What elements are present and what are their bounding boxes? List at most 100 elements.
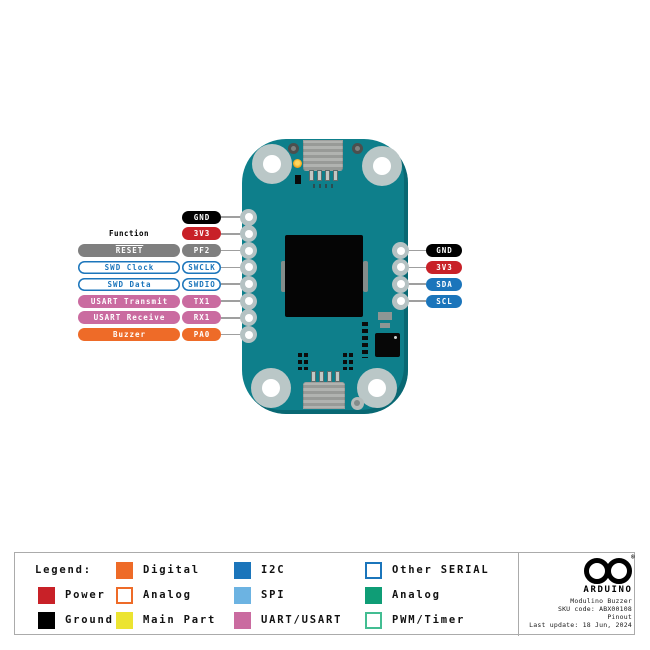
passive-components	[298, 353, 302, 370]
legend-item-label: SPI	[261, 588, 286, 601]
mounting-hole-center	[261, 378, 280, 397]
legend-swatch	[234, 561, 251, 579]
logo-plus-icon	[617, 566, 621, 576]
legend-title: Legend:	[35, 563, 92, 576]
function-pill: Buzzer	[78, 328, 180, 342]
qwiic-connector-bottom	[303, 382, 345, 409]
leader-line	[400, 300, 426, 302]
legend-item-label: Power	[65, 588, 106, 601]
board-pin-hole	[396, 297, 405, 305]
mounting-hole-center	[368, 378, 386, 397]
board-pin-hole	[396, 263, 405, 272]
fiducial-dot	[350, 396, 364, 410]
board-pin-pad	[240, 326, 257, 344]
connector-pin	[318, 371, 324, 382]
registered-mark: ®	[631, 554, 635, 561]
legend-item-label: Digital	[143, 563, 200, 576]
fiducial-dot	[351, 142, 363, 154]
legend-item-label: Analog	[392, 588, 441, 601]
board-pin-pad	[392, 242, 409, 260]
pin-label: SWCLK	[182, 260, 221, 274]
legend-item-label: Analog	[143, 588, 192, 601]
function-column-header: Function	[108, 229, 150, 238]
mounting-hole	[251, 144, 292, 184]
board-pin-hole	[244, 229, 253, 238]
legend-swatch	[116, 561, 133, 579]
legend-item-label: UART/USART	[261, 613, 343, 626]
mounting-hole-center	[262, 155, 281, 173]
function-pill: USART Transmit	[78, 294, 180, 308]
legend-swatch	[234, 611, 251, 629]
function-pill: USART Receive	[78, 311, 180, 325]
leader-line	[221, 317, 249, 319]
leader-line	[400, 249, 426, 252]
board-pin-pad	[240, 275, 257, 293]
board-pin-pad	[392, 292, 409, 310]
leader-line	[221, 216, 249, 218]
buzzer-tab	[281, 261, 286, 292]
board-pin-pad	[392, 275, 409, 293]
small-component	[378, 312, 392, 320]
pin-label: SWDIO	[182, 277, 221, 291]
board-pin-hole	[244, 330, 253, 339]
logo-ring-right	[606, 558, 632, 584]
solder-pads	[313, 184, 337, 188]
board-pin-pad	[240, 225, 257, 243]
leader-line	[221, 249, 249, 252]
chip-pin1-dot	[394, 336, 397, 339]
fiducial-dot	[287, 142, 299, 154]
pin-label: PF2	[182, 244, 221, 258]
pin-label: RX1	[182, 311, 221, 325]
led	[292, 158, 302, 168]
pin-label: TX1	[182, 294, 221, 308]
arduino-logo: ®	[584, 554, 635, 584]
board-pin-pad	[240, 242, 257, 260]
legend-swatch	[365, 561, 382, 579]
footer-sku: SKU code: ABX00108	[557, 605, 632, 613]
leader-line	[400, 283, 426, 285]
connector-pin	[334, 371, 340, 382]
board-pin-pad	[240, 309, 257, 327]
legend-swatch	[365, 586, 382, 604]
small-component	[380, 323, 390, 328]
leader-line	[221, 300, 249, 302]
connector-pin	[316, 170, 322, 181]
board-pin-hole	[396, 246, 405, 255]
pin-label: SDA	[426, 277, 462, 291]
board-pin-hole	[396, 280, 405, 289]
connector-pin	[326, 371, 332, 382]
legend-swatch	[38, 611, 55, 629]
passive-components	[304, 353, 308, 370]
pin-label: GND	[426, 244, 462, 258]
board-pin-hole	[244, 246, 253, 255]
buzzer-component	[285, 235, 363, 317]
qwiic-connector-top	[303, 140, 343, 171]
legend-swatch	[38, 586, 55, 604]
connector-pin	[308, 170, 314, 181]
legend-swatch	[234, 586, 251, 604]
board-pin-hole	[244, 263, 253, 272]
passive-components	[343, 353, 347, 370]
legend-item-label: PWM/Timer	[392, 613, 466, 626]
board-pin-pad	[240, 292, 257, 310]
leader-line	[221, 283, 249, 285]
legend-swatch	[116, 611, 133, 629]
mounting-hole	[250, 367, 291, 408]
pin-label: 3V3	[426, 260, 462, 274]
mounting-hole	[361, 146, 402, 186]
leader-line	[221, 333, 249, 336]
legend-item-label: Ground	[65, 613, 114, 626]
function-pill: SWD Clock	[78, 260, 180, 274]
function-pill: RESET	[78, 244, 180, 258]
board-pin-hole	[244, 313, 253, 322]
legend-swatch	[365, 611, 382, 629]
board-pin-hole	[244, 297, 253, 305]
board-pin-hole	[244, 280, 253, 289]
buzzer-tab	[363, 261, 368, 292]
pin-label: PA0	[182, 328, 221, 342]
connector-pin	[324, 170, 330, 181]
legend-item-label: I2C	[261, 563, 286, 576]
connector-pin	[310, 371, 316, 382]
legend-item-label: Other SERIAL	[392, 563, 490, 576]
